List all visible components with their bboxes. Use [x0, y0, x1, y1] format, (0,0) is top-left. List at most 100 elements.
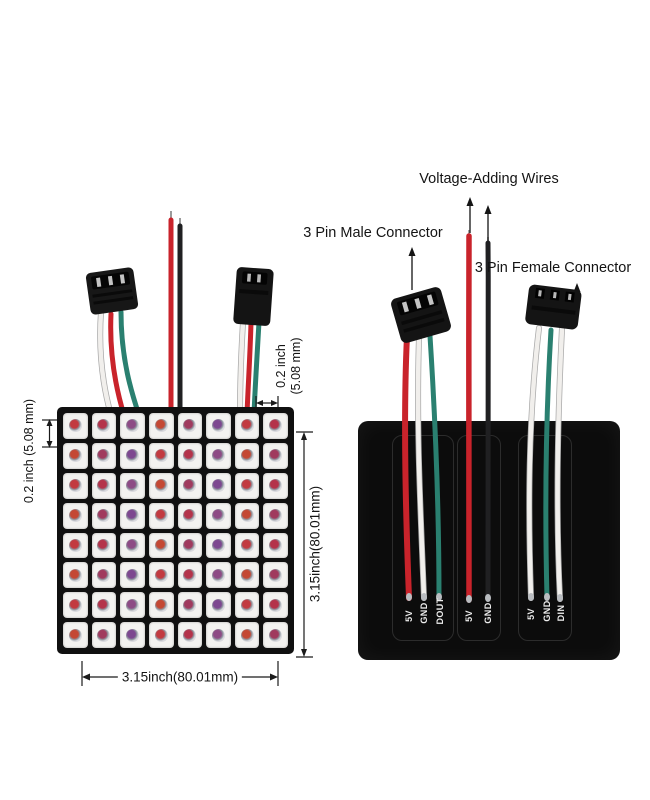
- led: [148, 413, 174, 439]
- white-wire: [237, 319, 246, 417]
- arrowhead: [573, 283, 581, 292]
- connector-body: [391, 287, 451, 343]
- solder-pads: [406, 593, 563, 603]
- white-wire: [555, 325, 565, 602]
- solder-pad: [406, 593, 412, 601]
- solder-pad: [528, 593, 534, 601]
- pad-label-gnd-1: GND: [419, 602, 429, 624]
- connector-pin: [552, 291, 557, 299]
- led-dot: [97, 419, 111, 433]
- solder-pad: [421, 593, 427, 601]
- led: [263, 413, 288, 439]
- white-wire: [97, 309, 114, 418]
- connector-pin: [96, 277, 102, 288]
- white-wire: [527, 325, 542, 601]
- led-dot: [97, 628, 111, 642]
- connector-rib: [531, 305, 576, 315]
- led-dot: [154, 479, 168, 493]
- led-dot: [68, 509, 82, 523]
- led-dot: [97, 538, 111, 552]
- led: [177, 442, 203, 469]
- pad-label-5v-1: 5V: [404, 610, 414, 622]
- green-wire: [118, 309, 142, 418]
- led: [148, 502, 174, 529]
- led-dot: [183, 419, 197, 433]
- led-dot: [269, 568, 283, 582]
- dim-pitch-top-line1: 0.2 inch: [274, 344, 288, 388]
- led-dot: [211, 479, 225, 493]
- led: [91, 532, 117, 559]
- led: [63, 592, 88, 619]
- solder-pad: [544, 593, 550, 601]
- dim-arrowhead: [301, 649, 307, 657]
- red-wire: [402, 333, 412, 601]
- led: [177, 562, 203, 589]
- led-dot: [240, 479, 254, 493]
- connector-pin: [119, 274, 126, 284]
- dim-arrowhead: [256, 400, 263, 406]
- dim-height-text: 3.15inch(80.01mm): [307, 485, 323, 603]
- led-dot: [154, 419, 168, 433]
- led-dot: [269, 628, 283, 642]
- led: [206, 622, 231, 648]
- led-dot: [68, 449, 82, 463]
- pad-label-din: DIN: [556, 604, 566, 622]
- led: [148, 562, 174, 589]
- led: [206, 472, 231, 499]
- led: [120, 622, 145, 648]
- connector-rib: [403, 317, 445, 333]
- female-connector-left: [233, 267, 274, 326]
- voltage-adding-wires: [465, 230, 491, 603]
- pad-label-gnd-3: GND: [542, 600, 552, 622]
- led-dot: [211, 449, 225, 463]
- led: [148, 442, 174, 469]
- dim-height-line: [296, 431, 313, 658]
- dim-arrowhead: [46, 419, 53, 426]
- connector-pin: [256, 274, 262, 283]
- led-dot: [97, 598, 111, 612]
- led-matrix-panel: [57, 407, 294, 654]
- led-dot: [126, 568, 140, 582]
- connector-rib: [93, 296, 134, 305]
- led-dot: [68, 479, 82, 493]
- label-voltage-adding-wires: Voltage-Adding Wires: [419, 171, 559, 187]
- led: [120, 562, 145, 589]
- led: [177, 502, 203, 529]
- led: [63, 442, 88, 469]
- led: [120, 532, 145, 559]
- led: [263, 472, 288, 499]
- led-dot: [240, 568, 254, 582]
- white-wire: [415, 335, 427, 601]
- led: [91, 442, 117, 469]
- led: [91, 592, 117, 619]
- led-dot: [269, 479, 283, 493]
- connector-pin: [567, 293, 572, 301]
- arrowhead: [408, 247, 416, 256]
- arrowhead: [484, 205, 492, 214]
- led-dot: [183, 568, 197, 582]
- led: [234, 532, 260, 559]
- dim-arrowhead: [82, 673, 90, 681]
- led-dot: [269, 538, 283, 552]
- led-dot: [240, 628, 254, 642]
- led: [91, 502, 117, 529]
- red-wire: [244, 320, 254, 417]
- led-dot: [240, 538, 254, 552]
- led-dot: [126, 449, 140, 463]
- led: [234, 413, 260, 439]
- led: [263, 442, 288, 469]
- male-connector-left: [85, 267, 139, 315]
- green-wire: [251, 319, 262, 417]
- connector-rib: [239, 289, 269, 296]
- led-dot: [269, 598, 283, 612]
- led-dot: [240, 598, 254, 612]
- connector-opening: [242, 271, 268, 285]
- led-dot: [183, 538, 197, 552]
- led-dot: [154, 598, 168, 612]
- led-dot: [269, 419, 283, 433]
- led: [63, 472, 88, 499]
- led: [263, 622, 288, 648]
- led-dot: [97, 568, 111, 582]
